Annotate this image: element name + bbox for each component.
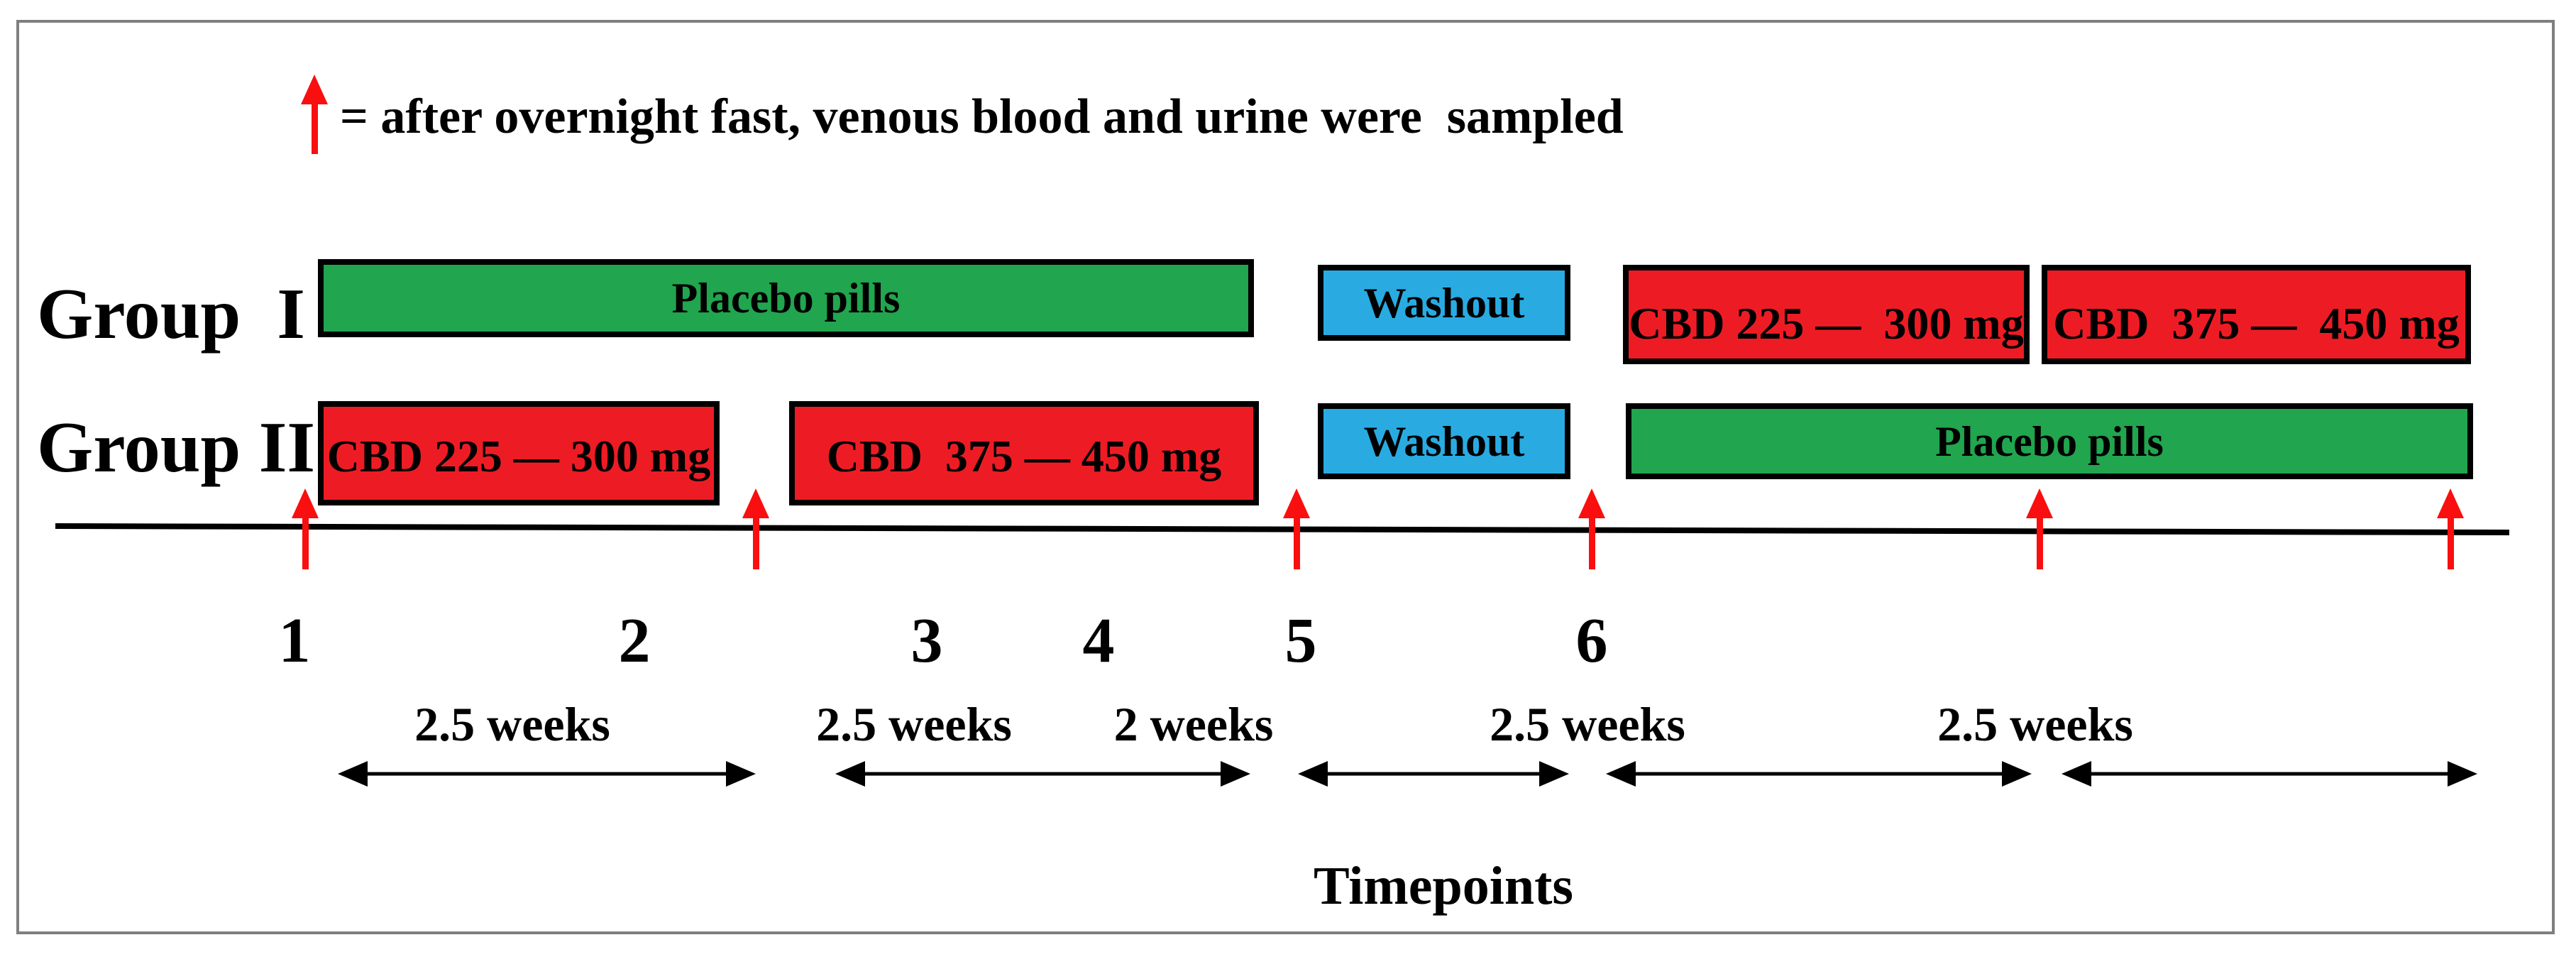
legend-text: = after overnight fast, venous blood and… (340, 89, 1624, 144)
arrow-line (1629, 772, 2009, 776)
arrow-shaft (752, 515, 759, 569)
arrow-head (301, 75, 328, 104)
phase-box-label: Washout (1363, 417, 1525, 465)
duration-double-arrow (1606, 760, 2032, 787)
phase-box-group1-cbd-low: CBD 225 — 300 mg (1623, 265, 2030, 364)
arrow-shaft (1293, 515, 1300, 569)
duration-double-arrow (2062, 760, 2477, 787)
arrow-head (2437, 488, 2464, 518)
sampling-arrow-icon (742, 488, 770, 569)
sampling-arrow-icon (2436, 488, 2465, 569)
duration-label: 2.5 weeks (816, 697, 1012, 751)
arrow-head-right (2448, 761, 2477, 787)
arrow-head-right (1221, 761, 1250, 787)
sampling-arrow-icon (1282, 488, 1311, 569)
duration-label: 2.5 weeks (414, 697, 610, 751)
phase-box-label: Placebo pills (1935, 417, 2164, 465)
timepoints-axis-label: Timepoints (1313, 856, 1574, 916)
legend-sampling-arrow-icon (300, 75, 329, 154)
phase-box-label: Washout (1363, 279, 1525, 327)
phase-box-group2-washout: Washout (1318, 403, 1570, 479)
phase-box-label: CBD 225 — 300 mg (326, 430, 711, 481)
arrow-shaft (2447, 515, 2454, 569)
sampling-arrow-icon (1578, 488, 1606, 569)
timepoint-number: 3 (910, 606, 943, 676)
arrow-head-right (726, 761, 756, 787)
phase-box-group1-cbd-high: CBD 375 — 450 mg (2042, 265, 2471, 364)
timepoint-number: 5 (1284, 606, 1317, 676)
phase-box-group1-washout: Washout (1318, 265, 1570, 341)
arrow-head (2026, 488, 2053, 518)
arrow-line (858, 772, 1228, 776)
arrow-head-right (2002, 761, 2032, 787)
timepoint-number: 4 (1082, 606, 1115, 676)
arrow-head (1578, 488, 1605, 518)
arrow-line (360, 772, 733, 776)
phase-box-group2-cbd-high: CBD 375 — 450 mg (789, 401, 1259, 505)
arrow-line (1321, 772, 1546, 776)
phase-box-group1-placebo: Placebo pills (318, 259, 1254, 337)
duration-double-arrow (1298, 760, 1569, 787)
timepoint-number: 6 (1575, 606, 1608, 676)
phase-box-label: CBD 225 — 300 mg (1629, 298, 2024, 349)
phase-box-label: CBD 375 — 450 mg (2053, 298, 2460, 349)
timepoint-number: 1 (278, 606, 311, 676)
duration-double-arrow (338, 760, 756, 787)
arrow-line (2084, 772, 2455, 776)
arrow-shaft (2036, 515, 2043, 569)
timepoint-number: 2 (618, 606, 651, 676)
arrow-head (292, 488, 319, 518)
group-2-label: Group II (37, 408, 316, 488)
phase-box-label: CBD 375 — 450 mg (826, 430, 1222, 481)
phase-box-group2-placebo: Placebo pills (1626, 403, 2473, 479)
duration-label: 2.5 weeks (1937, 697, 2133, 751)
arrow-head (742, 488, 769, 518)
arrow-shaft (302, 515, 309, 569)
arrow-head-right (1539, 761, 1569, 787)
phase-box-label: Placebo pills (671, 275, 901, 322)
arrow-shaft (311, 102, 318, 154)
arrow-shaft (1588, 515, 1595, 569)
sampling-arrow-icon (2025, 488, 2054, 569)
sampling-arrow-icon (291, 488, 319, 569)
duration-double-arrow (835, 760, 1250, 787)
duration-label: 2.5 weeks (1490, 697, 1685, 751)
figure-frame (16, 20, 2555, 934)
group-1-label: Group I (37, 274, 305, 354)
phase-box-group2-cbd-low: CBD 225 — 300 mg (318, 401, 720, 505)
duration-label: 2 weeks (1113, 697, 1274, 751)
arrow-head (1283, 488, 1310, 518)
